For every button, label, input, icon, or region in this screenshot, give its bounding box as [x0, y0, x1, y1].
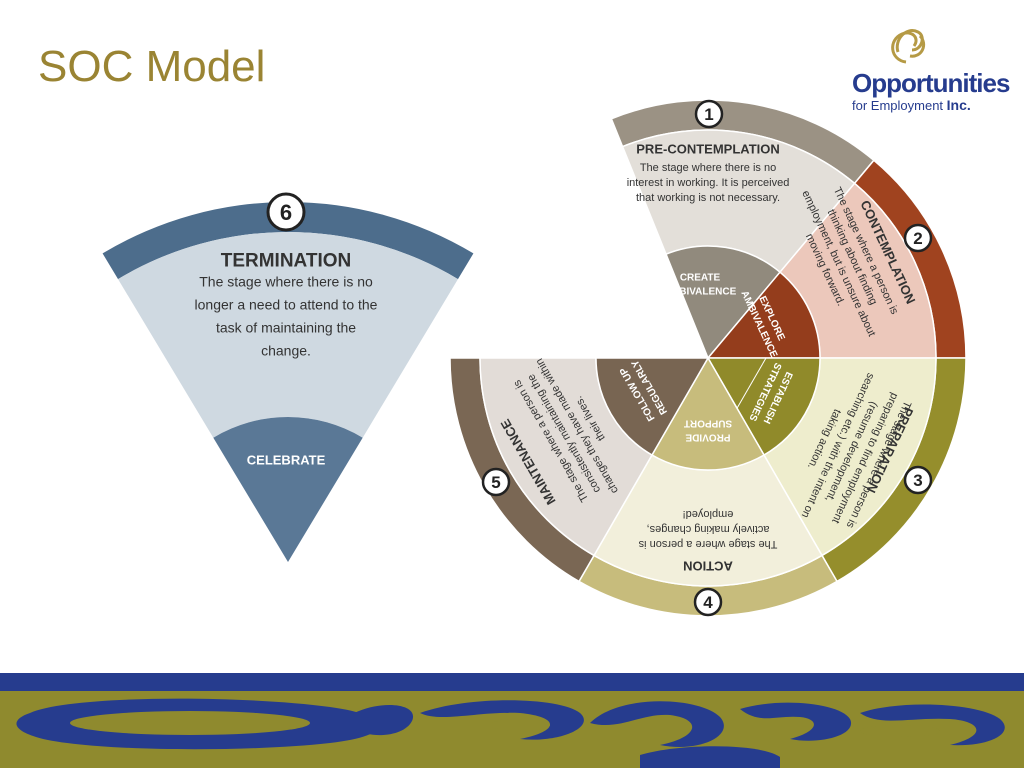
stage-5-number-badge: 5: [481, 467, 511, 497]
termination-action-wedge: [213, 417, 363, 562]
stage-1-name: PRE-CONTEMPLATION: [636, 142, 779, 157]
decorative-footer: [0, 673, 1024, 768]
svg-text:1: 1: [704, 105, 713, 124]
svg-text:CELEBRATE: CELEBRATE: [247, 453, 326, 468]
stage-4-description: The stage where a person isactively maki…: [638, 508, 777, 550]
svg-text:3: 3: [913, 471, 922, 490]
svg-text:6: 6: [280, 200, 292, 225]
termination-action: CELEBRATE: [247, 453, 326, 468]
stage-4-name: ACTION: [683, 558, 733, 573]
wheel-center-divider: [707, 357, 767, 410]
svg-text:PRE-CONTEMPLATION: PRE-CONTEMPLATION: [636, 142, 779, 157]
svg-text:The stage where a person isact: The stage where a person isactively maki…: [638, 508, 777, 550]
termination-fan: 6: [102, 192, 474, 562]
stage-4-action: PROVIDESUPPORT: [684, 418, 732, 443]
stage-1-number-badge: 1: [694, 99, 724, 129]
termination-name: TERMINATION: [221, 251, 352, 272]
logo-tagline: for Employment Inc.: [852, 97, 971, 113]
svg-text:4: 4: [703, 593, 713, 612]
stage-action-wedge: [665, 245, 782, 360]
stage-4-number-badge: 4: [693, 587, 723, 617]
stage-action-wedge: [595, 357, 710, 457]
stage-action-wedge: [650, 356, 766, 471]
logo-swirl-icon: [891, 29, 926, 64]
svg-text:ACTION: ACTION: [683, 558, 733, 573]
soc-wheel: [449, 99, 967, 617]
stage-2-number-badge: 2: [903, 223, 933, 253]
stage-action-wedge: [706, 357, 821, 457]
logo-brand-name: Opportunities: [852, 68, 1010, 98]
termination-description-panel: [118, 232, 458, 438]
svg-text:2: 2: [913, 229, 922, 248]
page-title: SOC Model: [38, 42, 266, 91]
stage-3-number-badge: 3: [903, 465, 933, 495]
termination-number-badge: 6: [266, 192, 306, 232]
termination-outer-band: [102, 202, 474, 280]
svg-text:TERMINATION: TERMINATION: [221, 251, 352, 272]
svg-text:5: 5: [491, 473, 500, 492]
svg-text:PROVIDESUPPORT: PROVIDESUPPORT: [684, 418, 732, 443]
stage-action-wedge: [706, 271, 821, 359]
company-logo: Opportunities for Employment Inc.: [840, 22, 1010, 122]
